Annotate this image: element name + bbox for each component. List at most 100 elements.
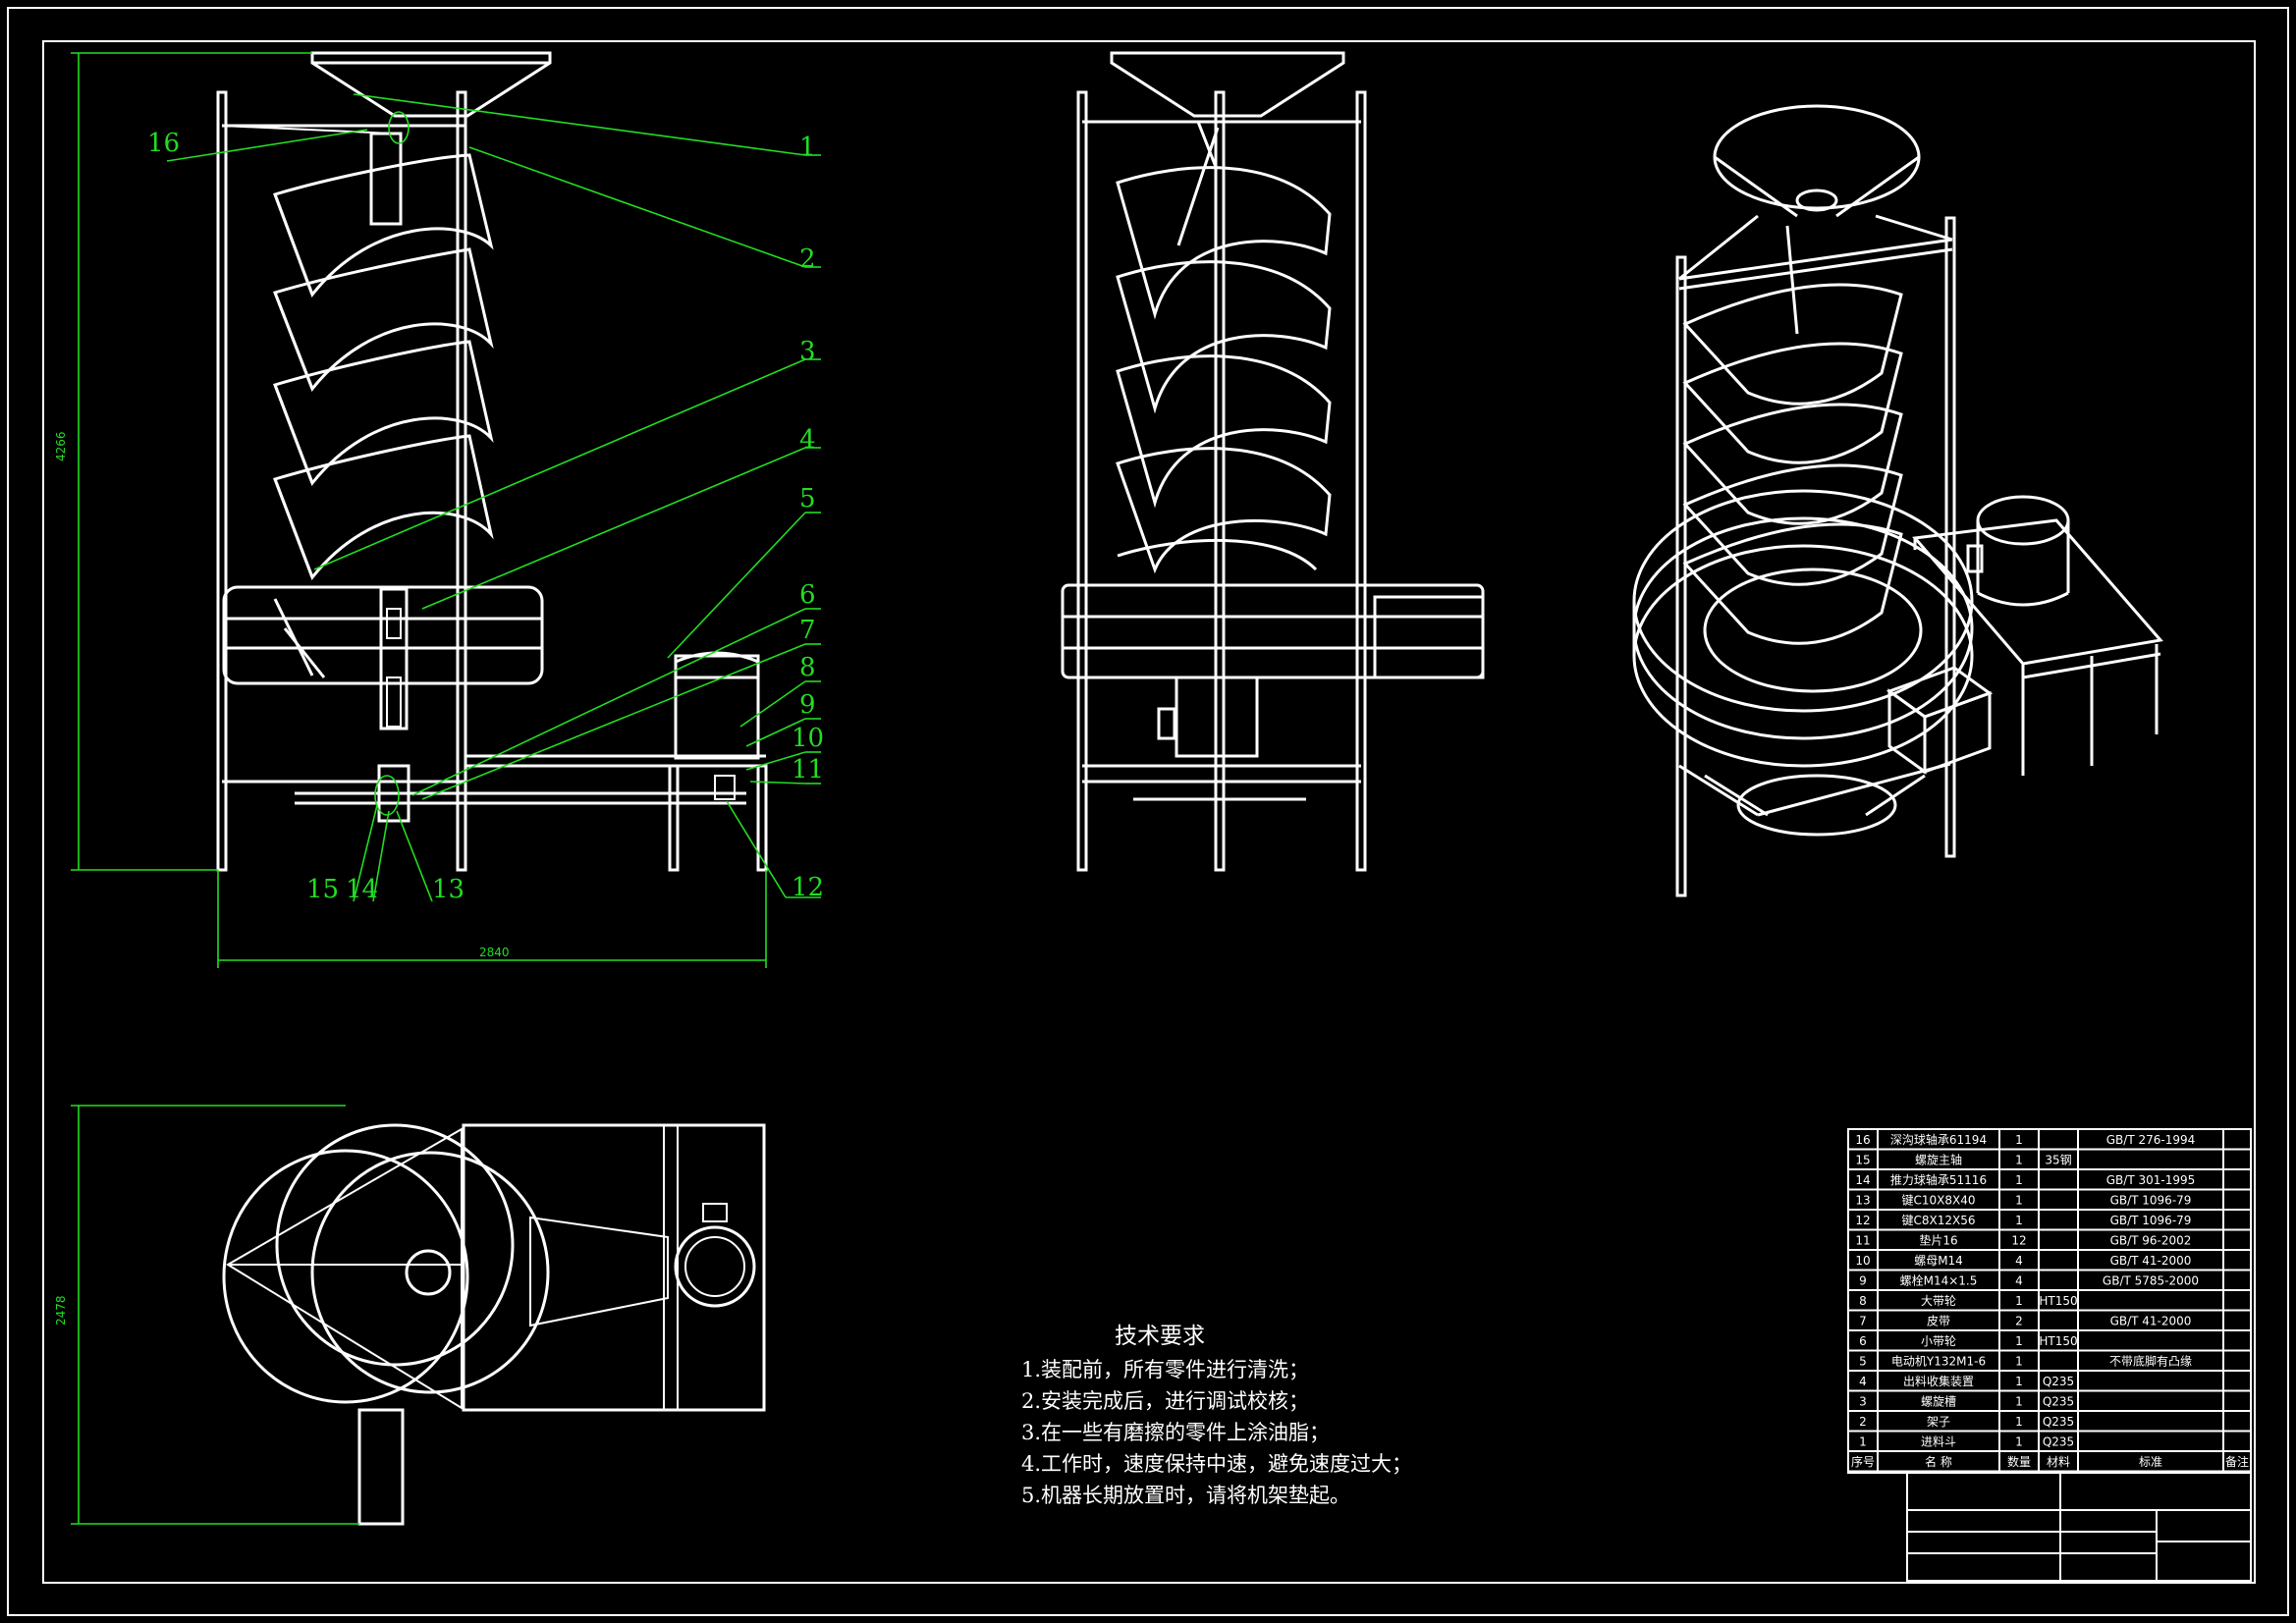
parts-cell-standard: GB/T 1096-79 bbox=[2110, 1214, 2192, 1227]
parts-cell-name: 出料收集装置 bbox=[1903, 1374, 1974, 1388]
callout-9: 9 bbox=[799, 690, 816, 720]
side-view bbox=[1061, 51, 1485, 872]
parts-cell-no: 15 bbox=[1855, 1154, 1870, 1167]
parts-cell-name: 垫片16 bbox=[1919, 1233, 1957, 1248]
callout-10: 10 bbox=[792, 724, 824, 753]
parts-cell-name: 电动机Y132M1-6 bbox=[1891, 1355, 1986, 1369]
callout-8: 8 bbox=[799, 653, 816, 682]
parts-cell-name: 推力球轴承51116 bbox=[1890, 1172, 1987, 1187]
parts-cell-qty: 4 bbox=[2015, 1254, 2023, 1268]
parts-cell-name: 深沟球轴承61194 bbox=[1890, 1132, 1987, 1147]
callout-7: 7 bbox=[799, 616, 816, 645]
parts-cell-name: 皮带 bbox=[1927, 1315, 1950, 1328]
parts-header-qty: 数量 bbox=[2007, 1454, 2031, 1469]
dim-depth: 2478 bbox=[54, 1295, 68, 1325]
parts-cell-no: 16 bbox=[1855, 1133, 1870, 1147]
parts-cell-no: 3 bbox=[1859, 1395, 1867, 1409]
parts-cell-name: 螺旋主轴 bbox=[1915, 1153, 1962, 1167]
callout-4: 4 bbox=[799, 425, 816, 455]
parts-cell-qty: 1 bbox=[2015, 1154, 2023, 1167]
parts-cell-no: 8 bbox=[1859, 1294, 1867, 1308]
top-view: 2478 bbox=[54, 1105, 766, 1526]
parts-cell-no: 6 bbox=[1859, 1334, 1867, 1348]
parts-cell-material: Q235 bbox=[2043, 1395, 2074, 1409]
parts-cell-qty: 1 bbox=[2015, 1294, 2023, 1308]
parts-cell-no: 4 bbox=[1859, 1375, 1867, 1388]
tech-item-3: 3.在一些有磨擦的零件上涂油脂； bbox=[1021, 1421, 1331, 1444]
callout-leaders bbox=[166, 93, 821, 902]
parts-cell-no: 5 bbox=[1859, 1355, 1867, 1369]
callout-12: 12 bbox=[792, 873, 824, 902]
parts-header-no: 序号 bbox=[1851, 1454, 1875, 1469]
callout-numbers: 1 2 3 4 5 6 7 8 9 10 11 12 16 15 14 13 bbox=[147, 129, 824, 904]
parts-cell-qty: 1 bbox=[2015, 1395, 2023, 1409]
parts-cell-standard: GB/T 41-2000 bbox=[2110, 1315, 2192, 1328]
callout-16: 16 bbox=[147, 129, 180, 158]
parts-cell-qty: 12 bbox=[2011, 1234, 2026, 1248]
parts-cell-no: 2 bbox=[1859, 1415, 1867, 1429]
callout-15: 15 bbox=[306, 875, 339, 904]
parts-cell-qty: 1 bbox=[2015, 1133, 2023, 1147]
parts-cell-standard: GB/T 5785-2000 bbox=[2103, 1274, 2199, 1288]
parts-cell-no: 11 bbox=[1855, 1234, 1870, 1248]
tech-item-2: 2.安装完成后，进行调试校核； bbox=[1021, 1389, 1310, 1413]
callout-3: 3 bbox=[799, 337, 816, 366]
parts-cell-material: Q235 bbox=[2043, 1435, 2074, 1449]
parts-cell-material: Q235 bbox=[2043, 1415, 2074, 1429]
tech-item-1: 1.装配前，所有零件进行清洗； bbox=[1021, 1358, 1310, 1381]
parts-cell-no: 9 bbox=[1859, 1274, 1867, 1288]
parts-header-name: 名 称 bbox=[1925, 1454, 1952, 1469]
parts-cell-material: HT150 bbox=[2039, 1334, 2077, 1348]
parts-cell-no: 10 bbox=[1855, 1254, 1870, 1268]
parts-cell-qty: 1 bbox=[2015, 1355, 2023, 1369]
parts-header-standard: 标准 bbox=[2139, 1455, 2162, 1469]
callout-2: 2 bbox=[799, 244, 816, 274]
callout-5: 5 bbox=[799, 484, 816, 514]
parts-cell-no: 7 bbox=[1859, 1315, 1867, 1328]
dim-height: 4266 bbox=[54, 431, 68, 461]
parts-header-material: 材料 bbox=[2047, 1455, 2070, 1469]
parts-cell-standard: GB/T 276-1994 bbox=[2106, 1133, 2196, 1147]
isometric-view bbox=[1632, 104, 2163, 897]
parts-cell-standard: GB/T 1096-79 bbox=[2110, 1194, 2192, 1208]
outer-border bbox=[7, 7, 2289, 1616]
parts-cell-standard: GB/T 301-1995 bbox=[2106, 1173, 2196, 1187]
parts-cell-material: Q235 bbox=[2043, 1375, 2074, 1388]
tech-item-5: 5.机器长期放置时，请将机架垫起。 bbox=[1021, 1484, 1351, 1507]
callout-6: 6 bbox=[799, 580, 816, 610]
callout-13: 13 bbox=[432, 875, 465, 904]
parts-cell-no: 12 bbox=[1855, 1214, 1870, 1227]
parts-cell-material: 35钢 bbox=[2045, 1154, 2071, 1167]
callout-14: 14 bbox=[346, 875, 378, 904]
tech-item-4: 4.工作时，速度保持中速，避免速度过大； bbox=[1021, 1452, 1413, 1476]
parts-cell-standard: GB/T 41-2000 bbox=[2110, 1254, 2192, 1268]
front-view: 4266 2840 bbox=[54, 51, 768, 968]
tech-requirements: 技术要求 1.装配前，所有零件进行清洗； 2.安装完成后，进行调试校核； 3.在… bbox=[1021, 1321, 1412, 1511]
parts-cell-qty: 4 bbox=[2015, 1274, 2023, 1288]
parts-cell-name: 键C10X8X40 bbox=[1902, 1194, 1976, 1208]
parts-cell-standard: 不带底脚有凸缘 bbox=[2109, 1354, 2192, 1369]
parts-cell-qty: 2 bbox=[2015, 1315, 2023, 1328]
parts-cell-name: 螺栓M14×1.5 bbox=[1900, 1273, 1978, 1288]
parts-cell-qty: 1 bbox=[2015, 1375, 2023, 1388]
parts-cell-no: 14 bbox=[1855, 1173, 1870, 1187]
parts-cell-qty: 1 bbox=[2015, 1415, 2023, 1429]
callout-1: 1 bbox=[799, 133, 816, 162]
parts-cell-material: HT150 bbox=[2039, 1294, 2077, 1308]
parts-cell-name: 架子 bbox=[1927, 1415, 1950, 1429]
parts-cell-qty: 1 bbox=[2015, 1194, 2023, 1208]
dim-width: 2840 bbox=[479, 946, 510, 959]
parts-cell-name: 大带轮 bbox=[1921, 1294, 1956, 1308]
parts-cell-name: 螺母M14 bbox=[1914, 1254, 1963, 1268]
tech-title: 技术要求 bbox=[1115, 1324, 1205, 1349]
parts-cell-no: 1 bbox=[1859, 1435, 1867, 1449]
parts-cell-name: 进料斗 bbox=[1921, 1435, 1956, 1449]
parts-cell-qty: 1 bbox=[2015, 1435, 2023, 1449]
parts-cell-name: 螺旋槽 bbox=[1921, 1395, 1956, 1409]
parts-cell-qty: 1 bbox=[2015, 1214, 2023, 1227]
callout-11: 11 bbox=[792, 755, 824, 784]
parts-header-note: 备注 bbox=[2225, 1454, 2249, 1469]
parts-cell-name: 键C8X12X56 bbox=[1902, 1214, 1976, 1227]
